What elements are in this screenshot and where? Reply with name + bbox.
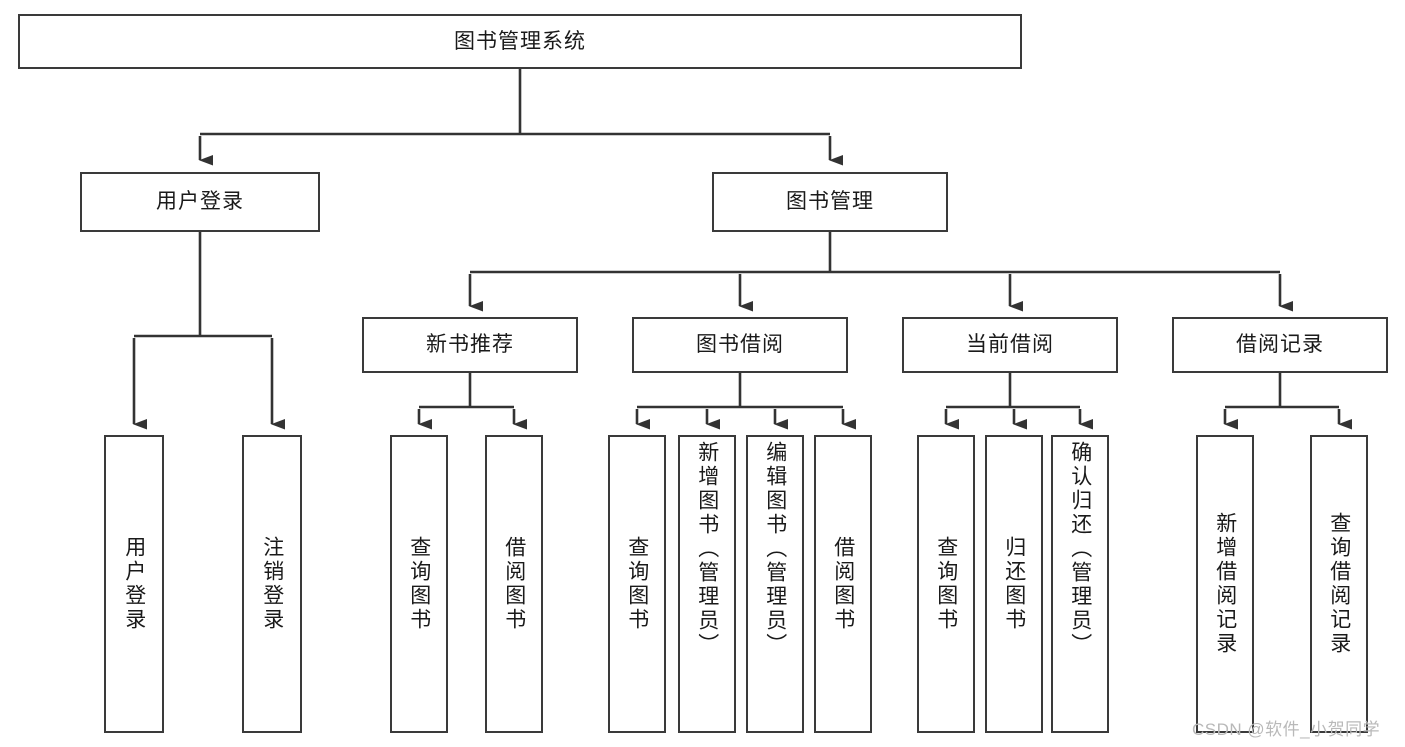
node-new-book-rec[interactable]: 新书推荐: [362, 317, 578, 373]
node-leaf-borrow-book-2-label: 借阅图书: [831, 536, 855, 632]
node-borrow-record[interactable]: 借阅记录: [1172, 317, 1388, 373]
node-leaf-query-book-1-label: 查询图书: [407, 536, 431, 632]
node-leaf-query-book-1[interactable]: 查询图书: [390, 435, 448, 733]
node-leaf-add-record-label: 新增借阅记录: [1213, 512, 1237, 656]
node-leaf-confirm-return-label: 确认归还（管理员）: [1068, 441, 1092, 657]
node-book-borrow[interactable]: 图书借阅: [632, 317, 848, 373]
node-borrow-record-label: 借阅记录: [1236, 333, 1324, 357]
node-book-manage[interactable]: 图书管理: [712, 172, 948, 232]
node-leaf-add-record[interactable]: 新增借阅记录: [1196, 435, 1254, 733]
node-leaf-user-logout[interactable]: 注销登录: [242, 435, 302, 733]
node-user-login-label: 用户登录: [156, 190, 244, 214]
node-root[interactable]: 图书管理系统: [18, 14, 1022, 69]
csdn-watermark: CSDN @软件_小贺同学: [1192, 720, 1381, 739]
node-leaf-return-book-label: 归还图书: [1002, 536, 1026, 632]
node-leaf-return-book[interactable]: 归还图书: [985, 435, 1043, 733]
node-current-borrow-label: 当前借阅: [966, 333, 1054, 357]
node-leaf-add-book-label: 新增图书（管理员）: [695, 441, 719, 657]
node-leaf-user-logout-label: 注销登录: [260, 536, 284, 632]
node-book-borrow-label: 图书借阅: [696, 333, 784, 357]
node-leaf-query-record-label: 查询借阅记录: [1327, 512, 1351, 656]
node-leaf-confirm-return[interactable]: 确认归还（管理员）: [1051, 435, 1109, 733]
node-leaf-user-login[interactable]: 用户登录: [104, 435, 164, 733]
node-leaf-user-login-label: 用户登录: [122, 536, 146, 632]
node-new-book-rec-label: 新书推荐: [426, 333, 514, 357]
node-root-label: 图书管理系统: [454, 29, 586, 53]
node-user-login[interactable]: 用户登录: [80, 172, 320, 232]
node-leaf-borrow-book-2[interactable]: 借阅图书: [814, 435, 872, 733]
node-leaf-query-book-2[interactable]: 查询图书: [608, 435, 666, 733]
node-leaf-edit-book[interactable]: 编辑图书（管理员）: [746, 435, 804, 733]
node-leaf-query-record[interactable]: 查询借阅记录: [1310, 435, 1368, 733]
node-book-manage-label: 图书管理: [786, 190, 874, 214]
node-leaf-borrow-book-1-label: 借阅图书: [502, 536, 526, 632]
node-leaf-edit-book-label: 编辑图书（管理员）: [763, 441, 787, 657]
node-leaf-add-book[interactable]: 新增图书（管理员）: [678, 435, 736, 733]
node-current-borrow[interactable]: 当前借阅: [902, 317, 1118, 373]
node-leaf-query-book-3[interactable]: 查询图书: [917, 435, 975, 733]
node-leaf-query-book-3-label: 查询图书: [934, 536, 958, 632]
node-leaf-borrow-book-1[interactable]: 借阅图书: [485, 435, 543, 733]
node-leaf-query-book-2-label: 查询图书: [625, 536, 649, 632]
